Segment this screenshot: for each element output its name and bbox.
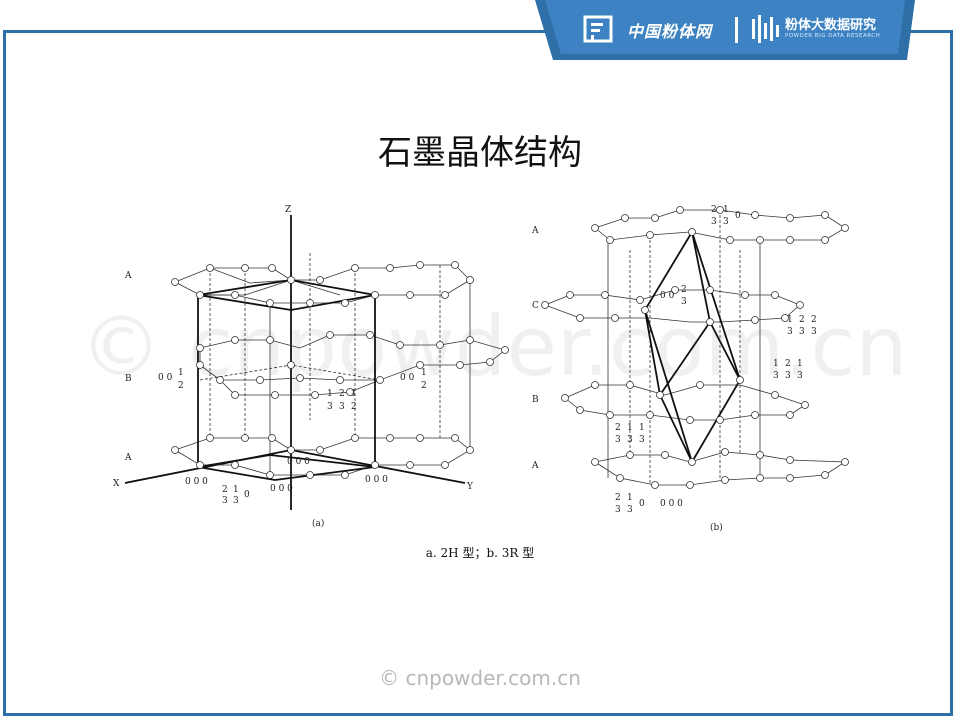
frac-num: 2 xyxy=(711,205,717,215)
fig-b-layer-label-1: A xyxy=(531,226,539,236)
fig-b-layer-label-2: C xyxy=(532,301,539,311)
frac-num: 1 xyxy=(351,389,357,399)
frac-den: 3 xyxy=(627,505,633,515)
fig-a-coord-origin: 0 0 0 xyxy=(287,457,310,467)
cnpowder-logo-icon xyxy=(583,15,613,43)
brand-subtitle: POWDER BIG DATA RESEARCH xyxy=(785,33,881,39)
frac-num: 1 xyxy=(787,315,793,325)
fig-a-label: (a) xyxy=(312,518,324,529)
figure-b-3r: A C B A 2 3 1 3 0 0 0 2 3 1 3 2 3 2 3 1 … xyxy=(531,205,849,533)
brand-name: 中国粉体网 xyxy=(627,22,713,41)
frac-num: 2 xyxy=(615,423,621,433)
frac-den: 3 xyxy=(799,327,805,337)
frac-num: 2 xyxy=(222,485,228,495)
fig-a-layer-label-2: B xyxy=(125,374,132,384)
axis-x-label: X xyxy=(113,479,120,489)
fig-b-coord-c: 0 0 xyxy=(660,291,675,301)
fig-a-layer-label-3: A xyxy=(124,453,132,463)
frac-den: 3 xyxy=(711,217,717,227)
footer-watermark: © cnpowder.com.cn xyxy=(379,666,581,690)
frac-num: 1 xyxy=(627,493,633,503)
fig-b-label: (b) xyxy=(710,522,723,533)
fig-a-layer-label-1: A xyxy=(124,271,132,281)
frac-num: 2 xyxy=(681,285,687,295)
fig-b-layer-label-3: B xyxy=(532,395,539,405)
frac-den: 2 xyxy=(421,381,427,391)
frac-den: 3 xyxy=(811,327,817,337)
fig-b-coord-bottom: 0 0 0 xyxy=(660,499,683,509)
brand-divider xyxy=(735,17,738,43)
atoms-a xyxy=(171,261,509,479)
fig-a-coord-b-left: 0 0 xyxy=(158,373,173,383)
frac-num: 2 xyxy=(785,359,791,369)
fig-a-coord-bottom-right: 0 0 0 xyxy=(365,475,388,485)
data-research-logo-icon xyxy=(752,15,779,43)
frac-num: 1 xyxy=(178,368,184,378)
frac-den: 3 xyxy=(797,371,803,381)
frac-den: 2 xyxy=(178,381,184,391)
frac-zero: 0 xyxy=(639,499,645,509)
frac-den: 3 xyxy=(339,402,345,412)
frac-den: 3 xyxy=(222,496,228,506)
axis-z-label: Z xyxy=(285,205,291,215)
fig-b-layer-label-4: A xyxy=(531,461,539,471)
frac-num: 1 xyxy=(421,368,427,378)
frac-den: 3 xyxy=(681,297,687,307)
fig-a-coord-bottom-left: 0 0 0 xyxy=(185,477,208,487)
frac-num: 2 xyxy=(615,493,621,503)
fig-a-coord-b-right: 0 0 xyxy=(400,373,415,383)
fig-b-coord-top-zero: 0 xyxy=(735,211,741,221)
frac-num: 2 xyxy=(339,389,345,399)
frac-zero: 0 xyxy=(244,490,250,500)
frac-den: 3 xyxy=(327,402,333,412)
figure-a-2h: Z X Y xyxy=(113,205,509,529)
frac-den: 3 xyxy=(233,496,239,506)
brand-header: 中国粉体网 粉体大数据研究 POWDER BIG DATA RESEARCH xyxy=(535,0,915,60)
frac-num: 1 xyxy=(773,359,779,369)
frac-den: 3 xyxy=(773,371,779,381)
frac-den: 3 xyxy=(787,327,793,337)
frac-den: 3 xyxy=(785,371,791,381)
layer-a-top xyxy=(174,264,471,304)
slide-title: 石墨晶体结构 xyxy=(378,133,582,173)
frac-num: 1 xyxy=(723,205,729,215)
fig-a-coord-bottom-mid: 0 0 0 xyxy=(270,484,293,494)
brand-tab-background xyxy=(535,0,915,60)
frac-den: 3 xyxy=(615,505,621,515)
frac-num: 1 xyxy=(627,423,633,433)
axis-y-label: Y xyxy=(466,482,474,492)
frac-num: 2 xyxy=(799,315,805,325)
frac-num: 1 xyxy=(639,423,645,433)
slide-frame xyxy=(3,30,953,716)
atoms-b xyxy=(541,206,849,489)
frac-num: 2 xyxy=(811,315,817,325)
frac-num: 1 xyxy=(233,485,239,495)
figure-caption: a. 2H 型；b. 3R 型 xyxy=(425,546,535,560)
frac-num: 1 xyxy=(327,389,333,399)
frac-num: 1 xyxy=(797,359,803,369)
frac-den: 3 xyxy=(627,435,633,445)
frac-den: 3 xyxy=(639,435,645,445)
brand-name-2: 粉体大数据研究 xyxy=(785,18,877,33)
frac-den: 3 xyxy=(615,435,621,445)
frac-den: 2 xyxy=(351,402,357,412)
frac-den: 3 xyxy=(723,217,729,227)
